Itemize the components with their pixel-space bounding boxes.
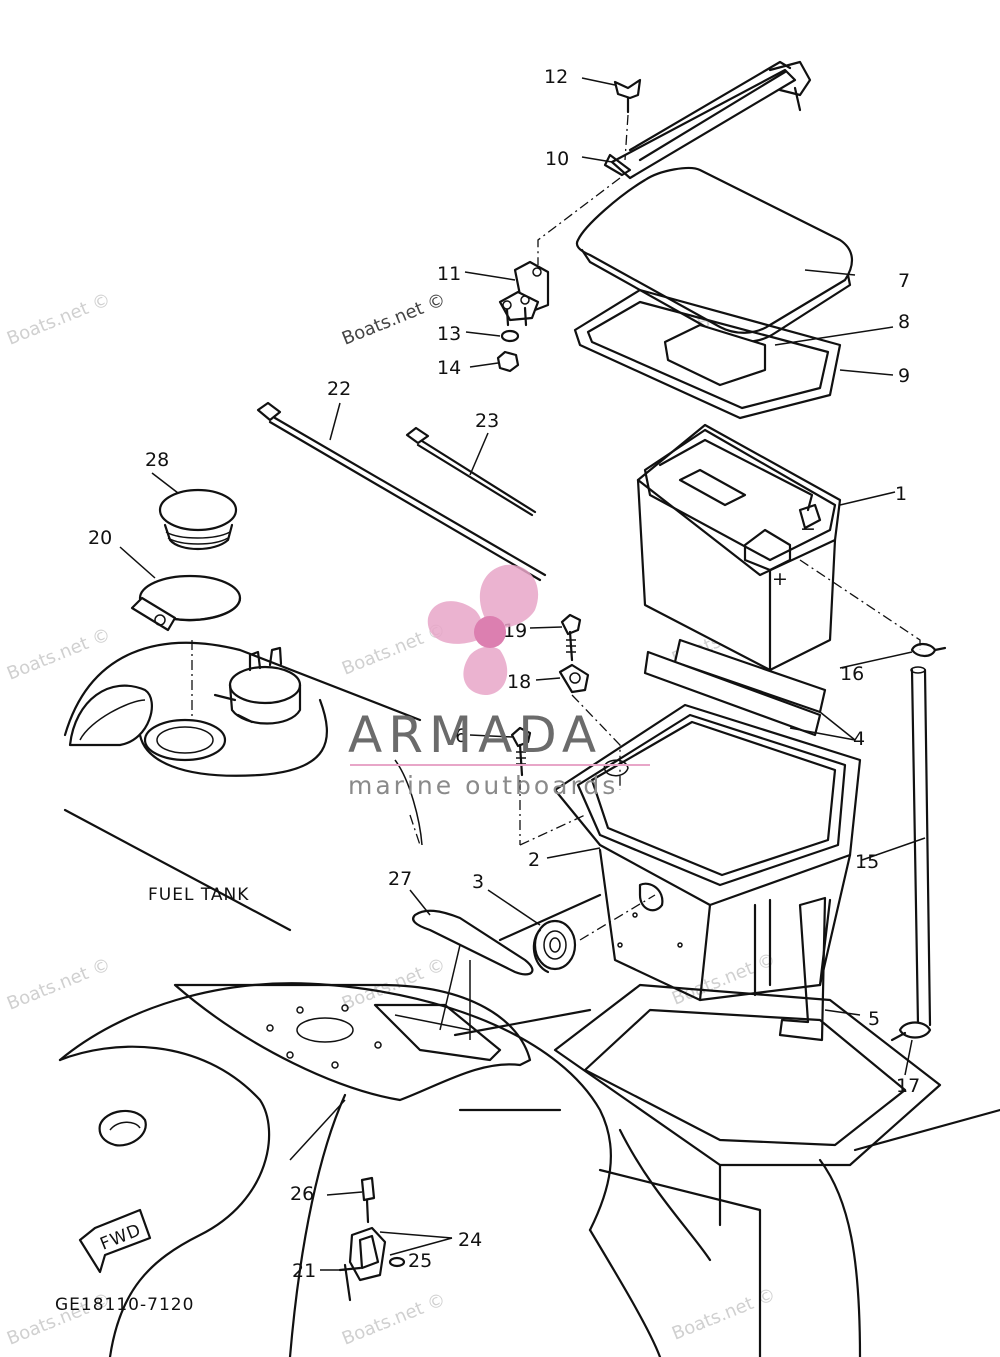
- tank-cap: [158, 488, 238, 550]
- callout-14: 14: [437, 357, 461, 379]
- callout-20: 20: [88, 527, 112, 549]
- svg-text:−: −: [800, 518, 816, 540]
- battery-strap: [778, 896, 827, 1042]
- battery-box: [553, 703, 862, 1002]
- callout-4: 4: [853, 728, 865, 750]
- callout-2: 2: [528, 849, 540, 871]
- callout-6: 6: [455, 725, 467, 747]
- cover-pad: [663, 323, 767, 387]
- callout-28: 28: [145, 449, 169, 471]
- fuel-sender-unit: [143, 646, 302, 762]
- callout-26: 26: [290, 1183, 314, 1205]
- hull-deck: [58, 641, 1000, 1357]
- callout-5: 5: [868, 1008, 880, 1030]
- callout-9: 9: [898, 365, 910, 387]
- grommet: [532, 919, 577, 974]
- hold-bracket: [603, 60, 812, 180]
- battery: + −: [636, 423, 842, 672]
- callout-23: 23: [475, 410, 499, 432]
- propeller-icon: [427, 564, 539, 695]
- propeller-blade: [427, 601, 483, 644]
- callout-27: 27: [388, 868, 412, 890]
- callout-8: 8: [898, 311, 910, 333]
- logo-name: ARMADA: [348, 706, 602, 764]
- hose-band: [130, 574, 242, 632]
- svg-text:+: +: [772, 568, 788, 590]
- forward-arrow: FWD: [78, 1208, 152, 1274]
- callout-numbers: 1 2 3 4 5 6 7 8 9 10 11 12 13 14 15 16 1…: [88, 66, 920, 1282]
- callout-21: 21: [292, 1260, 316, 1282]
- callout-17: 17: [896, 1075, 920, 1097]
- watermark: Boats.net ©: [339, 1289, 449, 1350]
- callout-24: 24: [458, 1229, 482, 1251]
- callout-10: 10: [545, 148, 569, 170]
- nut: [496, 350, 520, 373]
- callout-7: 7: [898, 270, 910, 292]
- propeller-blade: [479, 564, 539, 630]
- cable-tie-long: [256, 401, 547, 582]
- diagram-code: GE18110-7120: [55, 1295, 194, 1315]
- hose-clip-bottom: [890, 1021, 932, 1042]
- watermark: Boats.net ©: [4, 954, 114, 1015]
- callout-18: 18: [507, 671, 531, 693]
- vent-hose: [910, 666, 932, 1027]
- watermark: Boats.net ©: [669, 949, 779, 1010]
- callout-3: 3: [472, 871, 484, 893]
- cover-gasket-frame: [573, 288, 842, 420]
- logo-tagline: marine outboards: [348, 771, 618, 800]
- watermark: Boats.net ©: [4, 289, 114, 350]
- washer: [500, 329, 520, 343]
- propeller-blade: [463, 646, 508, 695]
- wing-bolt: [613, 78, 642, 114]
- callout-25: 25: [408, 1250, 432, 1272]
- wire-clamp-assembly: [338, 1176, 406, 1302]
- terminal-bracket: [498, 260, 550, 327]
- cable-clamp: [558, 663, 590, 694]
- hose-clip-top: [910, 642, 947, 658]
- callout-12: 12: [544, 66, 568, 88]
- seal-strip: [412, 909, 534, 976]
- leader-lines: [119, 77, 926, 1271]
- screw-6: [510, 726, 532, 777]
- callout-11: 11: [437, 263, 461, 285]
- callout-16: 16: [840, 663, 864, 685]
- callout-13: 13: [437, 323, 461, 345]
- armada-logo: ARMADA marine outboards: [348, 564, 650, 800]
- callout-1: 1: [895, 483, 907, 505]
- cable-tie-short: [405, 426, 537, 517]
- propeller-hub: [474, 616, 506, 648]
- callout-15: 15: [855, 851, 879, 873]
- callout-22: 22: [327, 378, 351, 400]
- watermark: Boats.net ©: [339, 289, 449, 350]
- logo-divider: [350, 764, 650, 766]
- screw-19: [560, 613, 582, 662]
- fuel-tank-label: FUEL TANK: [148, 885, 249, 905]
- watermark: Boats.net ©: [669, 1284, 779, 1345]
